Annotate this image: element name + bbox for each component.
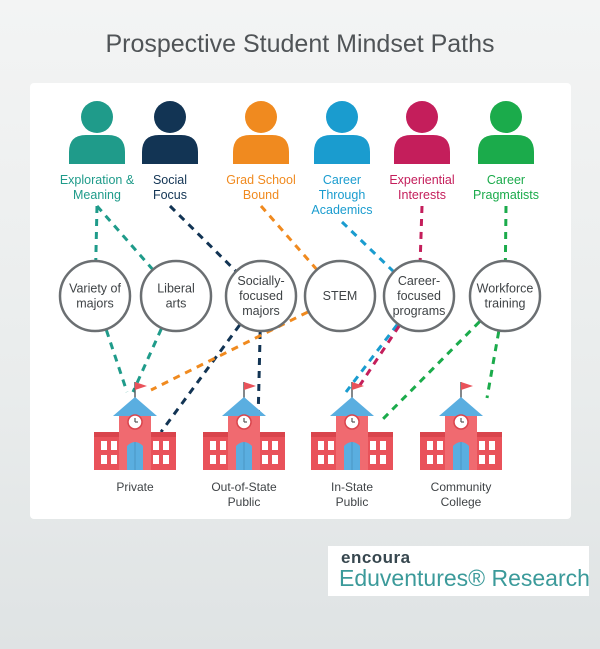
- institution-label-2-line-2: Public: [228, 495, 261, 509]
- path-circle-outline: [468, 259, 542, 333]
- path-label-5-line-2: focused: [397, 289, 441, 303]
- path-institution-connector: [485, 331, 501, 399]
- institution-label-3-line-2: Public: [336, 495, 369, 509]
- path-circle-outline: [382, 259, 456, 333]
- path-circle-outline: [303, 259, 377, 333]
- persona-1: Exploration &Meaning: [60, 101, 135, 202]
- path-label-2-line-1: Liberal: [157, 282, 195, 296]
- persona-path-connector: [503, 205, 508, 261]
- path-label-1-line-2: majors: [76, 297, 114, 311]
- path-institution-connector: [256, 331, 262, 423]
- path-label-3-line-1: Socially-: [237, 274, 284, 288]
- path-circle-outline: [224, 259, 298, 333]
- path-label-6-line-1: Workforce: [477, 282, 534, 296]
- persona-label-4-line-3: Academics: [311, 203, 372, 217]
- page-title: Prospective Student Mindset Paths: [105, 30, 495, 58]
- persona-label-2-line-1: Social: [153, 173, 187, 187]
- path-circle-outline: [139, 259, 213, 333]
- path-label-3-line-2: focused: [239, 289, 283, 303]
- institution-label-1-line-1: Private: [116, 480, 154, 494]
- persona-path-connector: [340, 220, 395, 273]
- person-icon: [233, 101, 289, 164]
- path-label-2-line-2: arts: [166, 297, 187, 311]
- path-label-3-line-3: majors: [242, 304, 280, 318]
- path-institution-connector: [104, 329, 129, 393]
- school-building-icon: [203, 382, 285, 470]
- institution-label-2-line-1: Out-of-State: [211, 480, 277, 494]
- person-icon: [394, 101, 450, 164]
- path-label-6-line-2: training: [485, 297, 526, 311]
- encoura-logo: encoura: [341, 548, 411, 567]
- person-icon: [478, 101, 534, 164]
- persona-label-2-line-2: Focus: [153, 188, 187, 202]
- persona-path-connector: [94, 205, 99, 261]
- path-label-5-line-3: programs: [393, 304, 446, 318]
- path-circle-outline: [58, 259, 132, 333]
- persona-label-4-line-1: Career: [323, 173, 361, 187]
- persona-path-connector: [418, 205, 424, 261]
- persona-label-1-line-2: Meaning: [73, 188, 121, 202]
- path-circle-row: Variety ofmajorsLiberalartsSocially-focu…: [58, 259, 542, 333]
- person-icon: [69, 101, 125, 164]
- persona-label-1-line-1: Exploration &: [60, 173, 135, 187]
- school-building-icon: [94, 382, 176, 470]
- path-institution-connector: [131, 328, 163, 393]
- persona-label-6-line-2: Pragmatists: [473, 188, 539, 202]
- eduventures-research-label: Eduventures® Research: [339, 565, 590, 591]
- persona-label-6-line-1: Career: [487, 173, 525, 187]
- persona-path-connector: [168, 204, 237, 272]
- path-institution-connector: [356, 325, 401, 389]
- path-label-5-line-1: Career-: [398, 274, 440, 288]
- persona-path-connector: [259, 205, 318, 270]
- persona-label-4-line-2: Through: [319, 188, 366, 202]
- persona-label-3-line-1: Grad School: [226, 173, 295, 187]
- path-circle-4: STEM: [303, 259, 377, 333]
- path-label-1-line-1: Variety of: [69, 282, 121, 296]
- path-institution-connector: [159, 324, 241, 433]
- institution-label-4-line-1: Community: [431, 480, 492, 494]
- path-label-4-line-1: STEM: [323, 289, 358, 303]
- institution-label-4-line-2: College: [441, 495, 482, 509]
- path-institution-connector: [380, 320, 481, 422]
- persona-label-5-line-1: Experiential: [389, 173, 454, 187]
- persona-label-5-line-2: Interests: [398, 188, 446, 202]
- brand-block: encoura Eduventures® Research: [328, 546, 590, 596]
- persona-path-connector: [95, 205, 154, 270]
- persona-label-3-line-2: Bound: [243, 188, 279, 202]
- path-institution-connector: [344, 323, 399, 393]
- institution-label-3-line-1: In-State: [331, 480, 373, 494]
- school-building-icon: [420, 382, 502, 470]
- school-building-icon: [311, 382, 393, 470]
- person-icon: [142, 101, 198, 164]
- institution-1: Private: [94, 382, 176, 494]
- person-icon: [314, 101, 370, 164]
